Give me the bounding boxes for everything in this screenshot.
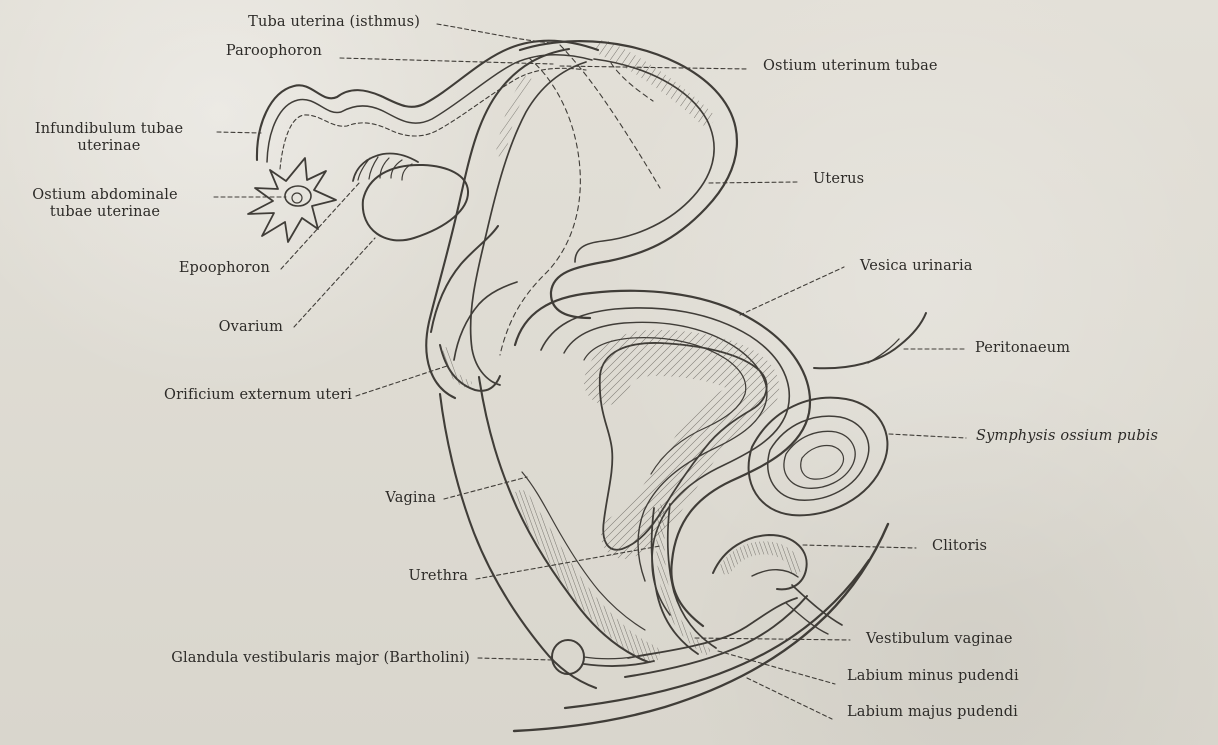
- organs: [248, 41, 926, 731]
- leader-tuba: [437, 24, 551, 43]
- label-vestibulum: Vestibulum vaginae: [866, 631, 1013, 648]
- label-ostium-uterinum: Ostium uterinum tubae: [763, 58, 938, 75]
- leader-glandula: [478, 658, 553, 660]
- leader-labium-majus: [747, 678, 832, 719]
- peritonaeum-line: [814, 313, 926, 368]
- label-labium-minus: Labium minus pudendi: [847, 668, 1019, 685]
- label-labium-majus: Labium majus pudendi: [847, 704, 1018, 721]
- label-glandula: Glandula vestibularis major (Bartholini): [38, 650, 470, 667]
- leader-orificium: [356, 366, 447, 396]
- label-orificium: Orificium externum uteri: [60, 387, 352, 404]
- symphysis-outline-4: [801, 446, 844, 480]
- leader-vesica: [740, 267, 844, 315]
- uterine-tube-outline-inner: [267, 55, 592, 162]
- cervix-inner: [454, 282, 517, 360]
- symphysis-outline-1: [749, 398, 888, 516]
- label-uterus: Uterus: [813, 171, 864, 188]
- label-symphysis: Symphysis ossium pubis: [976, 428, 1158, 445]
- label-vagina: Vagina: [300, 490, 436, 507]
- vagina-wall-back: [440, 394, 596, 688]
- label-infundibulum-line-1: Infundibulum tubae: [4, 121, 214, 138]
- label-urethra: Urethra: [310, 568, 468, 585]
- leader-uterus: [709, 182, 797, 183]
- label-peritonaeum: Peritonaeum: [975, 340, 1070, 357]
- uterus-inner-wall: [575, 59, 714, 262]
- uterine-cavity: [426, 49, 569, 398]
- label-ostium-abdominale: Ostium abdominale tubae uterinae: [0, 187, 210, 220]
- label-ostium-abdominale-line-2: tubae uterinae: [0, 204, 210, 221]
- bladder-lumen-texture: [607, 353, 756, 536]
- label-ostium-abdominale-line-1: Ostium abdominale: [0, 187, 210, 204]
- leader-clitoris: [803, 545, 916, 548]
- label-infundibulum-line-2: uterinae: [4, 138, 214, 155]
- leader-symphysis: [889, 434, 966, 438]
- label-ovarium: Ovarium: [130, 319, 283, 336]
- leader-ovarium: [294, 238, 375, 327]
- bartholin-gland-shape: [552, 640, 584, 674]
- label-tuba-uterina: Tuba uterina (isthmus): [150, 14, 420, 31]
- label-vesica: Vesica urinaria: [860, 258, 973, 275]
- label-infundibulum: Infundibulum tubae uterinae: [4, 121, 214, 154]
- label-clitoris: Clitoris: [932, 538, 987, 555]
- uterus-outer-wall: [520, 41, 737, 318]
- label-paroophoron: Paroophoron: [150, 43, 322, 60]
- labium-minus-shape: [625, 596, 807, 677]
- label-epoophoron: Epoophoron: [120, 260, 270, 277]
- leader-infundibulum: [217, 132, 261, 133]
